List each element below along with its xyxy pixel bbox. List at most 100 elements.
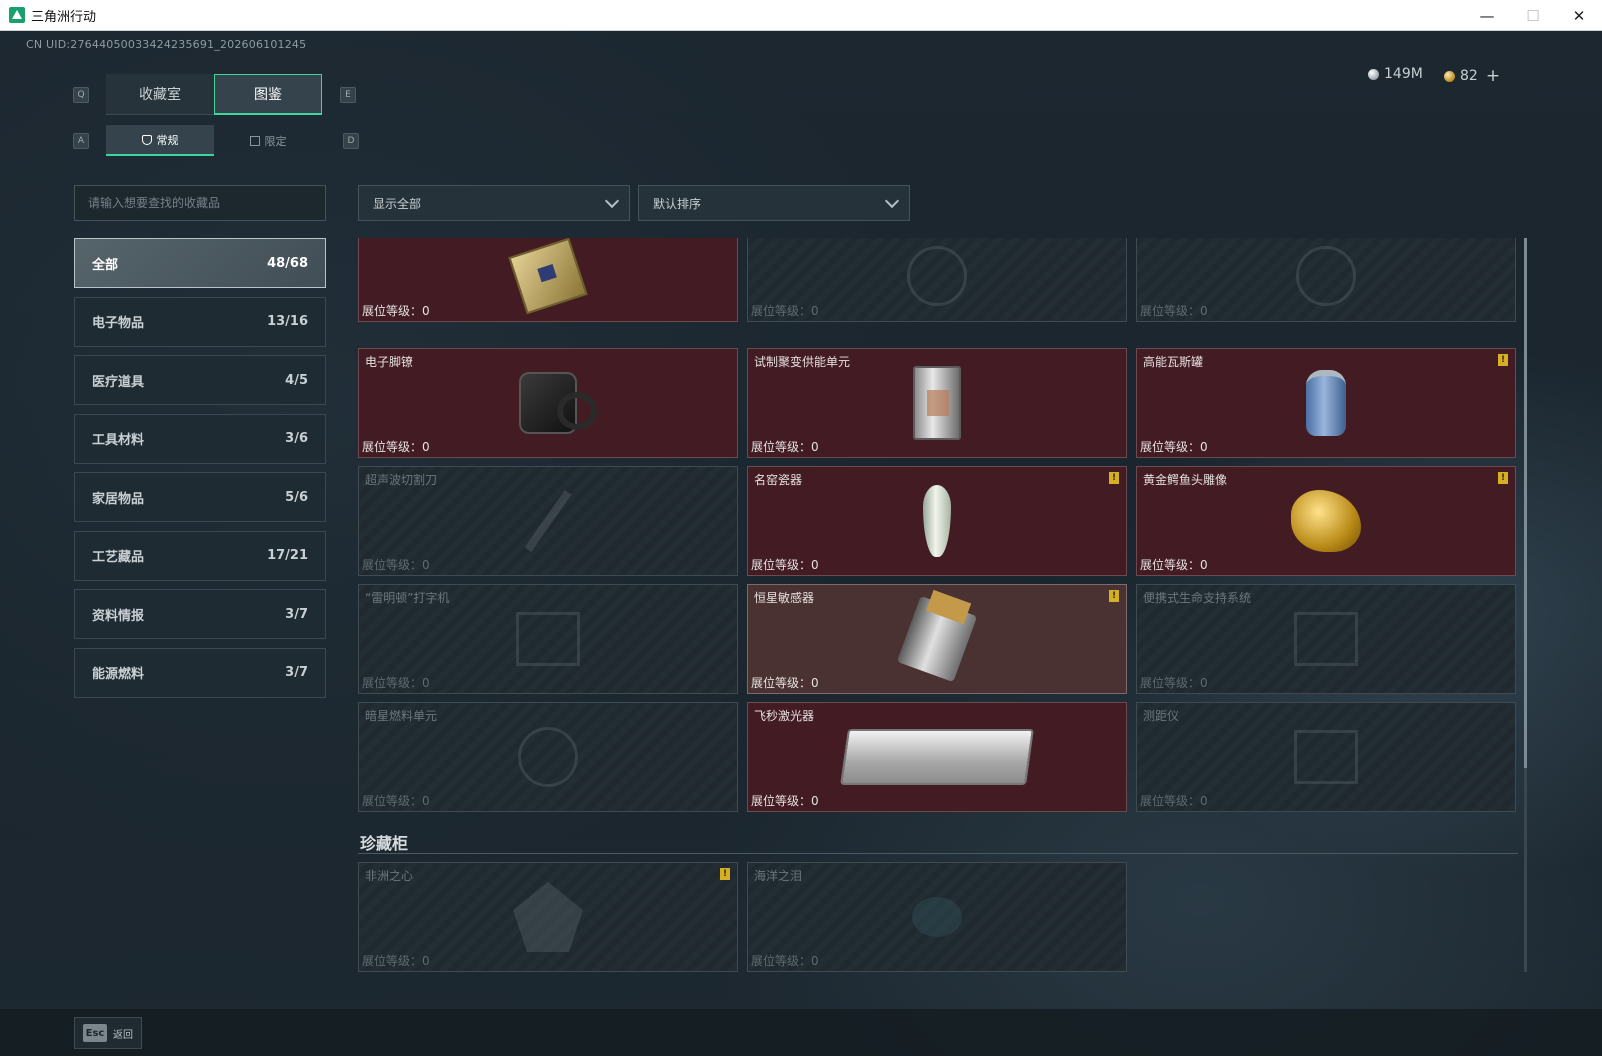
silver-amount: 149M xyxy=(1384,66,1423,82)
item-image-icon xyxy=(912,897,962,937)
gold-coin-icon xyxy=(1444,70,1455,82)
section-title-treasure-cabinet: 珍藏柜 xyxy=(360,834,409,853)
item-level: 展位等级：0 xyxy=(362,438,430,455)
sidebar-item-electronics[interactable]: 电子物品 13/16 xyxy=(74,296,326,347)
item-image-icon xyxy=(524,490,572,552)
sidebar-item-tools[interactable]: 工具材料 3/6 xyxy=(74,413,326,464)
collection-card[interactable]: 高能瓦斯罐展位等级：0! xyxy=(1136,348,1516,458)
tab-collection-room[interactable]: 收藏室 xyxy=(106,74,214,115)
back-button[interactable]: Esc 返回 xyxy=(74,1017,142,1049)
minimize-button[interactable]: — xyxy=(1479,6,1495,25)
level-value: 0 xyxy=(1200,558,1208,572)
item-name: 高能瓦斯罐 xyxy=(1143,355,1204,369)
level-value: 0 xyxy=(811,440,819,454)
sidebar-item-crafts[interactable]: 工艺藏品 17/21 xyxy=(74,530,326,581)
level-label: 展位等级： xyxy=(751,794,812,808)
sidebar-item-intel[interactable]: 资料情报 3/7 xyxy=(74,589,326,639)
subtab-limited-label: 限定 xyxy=(264,134,287,148)
collection-card[interactable]: 超声波切割刀展位等级：0 xyxy=(358,466,738,576)
display-filter-dropdown[interactable]: 显示全部 xyxy=(358,185,630,221)
sidebar-item-count: 3/7 xyxy=(285,606,308,622)
sidebar-item-count: 4/5 xyxy=(285,372,308,388)
item-name: 名窑瓷器 xyxy=(754,473,803,487)
collection-card[interactable]: 飞秒激光器展位等级：0 xyxy=(747,702,1127,812)
item-name: 黄金鳄鱼头雕像 xyxy=(1143,473,1228,487)
subtab-regular-label: 常规 xyxy=(156,133,179,147)
sidebar-item-medical[interactable]: 医疗道具 4/5 xyxy=(74,355,326,405)
collection-card[interactable]: “雷明顿”打字机展位等级：0 xyxy=(358,584,738,694)
level-value: 0 xyxy=(422,304,430,318)
level-value: 0 xyxy=(1200,794,1208,808)
close-button[interactable]: ✕ xyxy=(1572,6,1586,25)
sidebar-item-count: 5/6 xyxy=(285,489,308,505)
key-hint-e: E xyxy=(340,87,356,103)
item-image-icon xyxy=(518,727,578,787)
tab-catalog[interactable]: 图鉴 xyxy=(214,74,322,115)
gold-amount: 82 xyxy=(1460,68,1478,84)
collection-card[interactable]: 展位等级：0 xyxy=(747,238,1127,322)
key-hint-q: Q xyxy=(73,87,89,103)
item-image-icon xyxy=(1306,370,1346,436)
collection-card[interactable]: 暗星燃料单元展位等级：0 xyxy=(358,702,738,812)
collection-card[interactable]: 电子脚镣展位等级：0 xyxy=(358,348,738,458)
collection-card[interactable]: 海洋之泪展位等级：0 xyxy=(747,862,1127,972)
sidebar-item-count: 3/7 xyxy=(285,665,308,680)
bolt-icon xyxy=(141,134,152,145)
level-value: 0 xyxy=(811,676,819,690)
collection-card[interactable]: 非洲之心展位等级：0! xyxy=(358,862,738,972)
item-image-icon xyxy=(1294,730,1358,784)
silver-coin-icon xyxy=(1368,68,1379,80)
gold-currency: 82 + xyxy=(1444,66,1500,86)
item-image-icon xyxy=(1296,246,1356,306)
sort-value: 默认排序 xyxy=(653,196,702,211)
level-label: 展位等级： xyxy=(362,440,423,454)
level-label: 展位等级： xyxy=(362,676,423,690)
add-currency-button[interactable]: + xyxy=(1485,66,1501,86)
item-image-icon xyxy=(519,372,597,434)
level-value: 0 xyxy=(811,954,819,968)
collection-card[interactable]: 展位等级：0 xyxy=(358,238,738,322)
item-image-icon xyxy=(1294,612,1358,666)
item-level: 展位等级：0 xyxy=(1140,674,1208,691)
item-level: 展位等级：0 xyxy=(1140,438,1208,455)
level-label: 展位等级： xyxy=(751,954,812,968)
sidebar-item-fuel[interactable]: 能源燃料 3/7 xyxy=(74,647,326,698)
level-label: 展位等级： xyxy=(1140,676,1201,690)
item-name: 电子脚镣 xyxy=(365,355,414,369)
collection-search-input[interactable] xyxy=(74,185,326,221)
subtab-limited[interactable]: 限定 xyxy=(214,125,322,156)
grid-scrollbar-thumb[interactable] xyxy=(1524,238,1527,768)
collection-card[interactable]: 展位等级：0 xyxy=(1136,238,1516,322)
item-level: 展位等级：0 xyxy=(751,674,819,691)
sidebar-item-label: 家居物品 xyxy=(92,491,145,507)
collection-card[interactable]: 名窑瓷器展位等级：0! xyxy=(747,466,1127,576)
collection-card[interactable]: 恒星敏感器展位等级：0! xyxy=(747,584,1127,694)
collection-card[interactable]: 黄金鳄鱼头雕像展位等级：0! xyxy=(1136,466,1516,576)
item-name: “雷明顿”打字机 xyxy=(365,591,450,605)
item-level: 展位等级：0 xyxy=(362,302,430,319)
player-uid: CN UID:2764405003342423569​1_20260610124… xyxy=(26,38,307,51)
collection-card[interactable]: 试制聚变供能单元展位等级：0 xyxy=(747,348,1127,458)
item-image-icon xyxy=(923,485,951,557)
item-level: 展位等级：0 xyxy=(362,556,430,573)
collection-card[interactable]: 测距仪展位等级：0 xyxy=(1136,702,1516,812)
alert-badge-icon: ! xyxy=(1498,354,1508,366)
sidebar-item-household[interactable]: 家居物品 5/6 xyxy=(74,472,326,522)
item-level: 展位等级：0 xyxy=(751,302,819,319)
sidebar-item-label: 全部 xyxy=(92,257,119,273)
sidebar-item-label: 医疗道具 xyxy=(92,374,145,390)
subtab-regular[interactable]: 常规 xyxy=(106,125,214,156)
collection-card[interactable]: 便携式生命支持系统展位等级：0 xyxy=(1136,584,1516,694)
level-value: 0 xyxy=(422,558,430,572)
sort-dropdown[interactable]: 默认排序 xyxy=(638,185,910,221)
level-value: 0 xyxy=(422,676,430,690)
level-label: 展位等级： xyxy=(751,558,812,572)
level-label: 展位等级： xyxy=(751,440,812,454)
alert-badge-icon: ! xyxy=(1498,472,1508,484)
level-value: 0 xyxy=(1200,304,1208,318)
sidebar-item-all[interactable]: 全部 48/68 xyxy=(74,238,326,288)
maximize-button[interactable]: ☐ xyxy=(1526,6,1540,25)
item-image-icon xyxy=(896,595,978,683)
